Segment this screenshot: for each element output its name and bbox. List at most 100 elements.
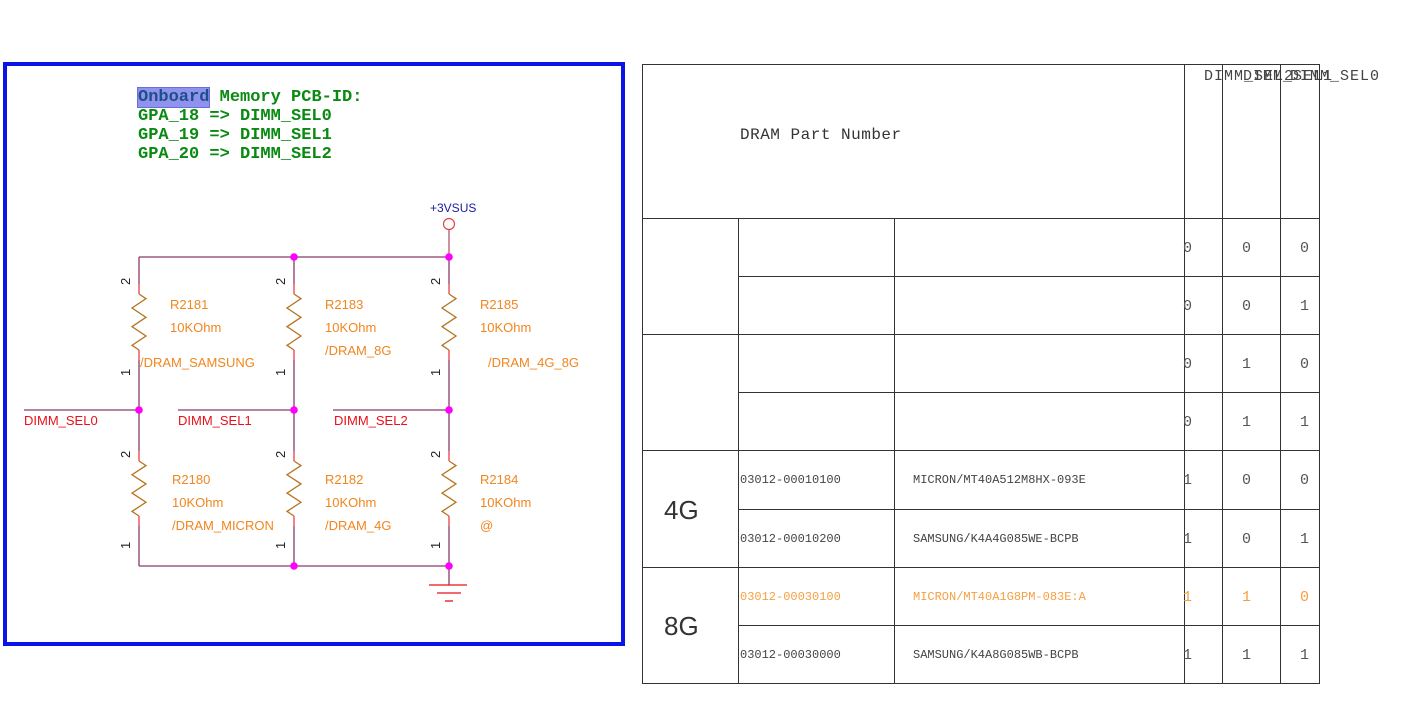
power-port-icon	[442, 217, 456, 231]
col-divider	[1184, 64, 1185, 683]
table-border-top	[642, 64, 1319, 65]
dimm-sel2-bit: 0	[1183, 356, 1193, 374]
r2184-option: @	[480, 518, 493, 533]
dimm-sel2-bit: 1	[1183, 646, 1193, 664]
schematic-frame	[3, 62, 625, 646]
junction-dot	[290, 406, 298, 414]
resistor-icon	[285, 460, 303, 517]
note-line-1-rest: Memory PCB-ID:	[209, 88, 363, 107]
junction-dot	[445, 406, 453, 414]
dimm-sel0-bit: 0	[1300, 240, 1310, 258]
r2185-value: 10KOhm	[480, 320, 531, 335]
vendor-part-cell: SAMSUNG/K4A4G085WE-BCPB	[913, 531, 1079, 546]
col-divider	[738, 218, 739, 683]
resistor-icon	[440, 460, 458, 517]
junction-dot	[290, 562, 298, 570]
table-border-bottom	[642, 683, 1320, 684]
pcb-id-note: Onboard Memory PCB-ID: GPA_18 => DIMM_SE…	[136, 87, 363, 164]
row-divider	[738, 625, 1319, 626]
resistor-column-sel1: 2 1 2 1	[273, 257, 303, 566]
r2181-ref: R2181	[170, 297, 208, 312]
row-divider	[738, 276, 1319, 277]
col-divider	[1280, 64, 1281, 683]
group-divider	[642, 450, 1319, 451]
r2183-value: 10KOhm	[325, 320, 376, 335]
dimm-sel1-bit: 0	[1242, 298, 1252, 316]
header-dimm-sel2: DIMM_SEL2	[1204, 68, 1295, 85]
junction-dot	[290, 253, 298, 261]
r2182-ref: R2182	[325, 472, 363, 487]
note-line-gpa20: GPA_20 => DIMM_SEL2	[138, 145, 332, 164]
vendor-part-cell: SAMSUNG/K4A8G085WB-BCPB	[913, 647, 1079, 662]
dimm-sel0-bit: 0	[1300, 356, 1310, 374]
dimm-sel2-bit: 0	[1183, 414, 1193, 432]
pin-number-2: 2	[273, 278, 288, 285]
dimm-sel0-bit: 1	[1300, 414, 1310, 432]
dimm-sel0-bit: 1	[1300, 298, 1310, 316]
r2183-ref: R2183	[325, 297, 363, 312]
circuit-drawing: +3VSUS 2 1 2 1 2 1 2 1 2 1 2 1 DIMM_SEL0 DIMM_SEL…	[24, 201, 579, 602]
dimm-sel1-bit: 0	[1242, 530, 1252, 548]
pin-number-2: 2	[273, 451, 288, 458]
r2181-value: 10KOhm	[170, 320, 221, 335]
part-number-cell: 03012-00010200	[740, 531, 841, 546]
dimm-sel2-bit: 1	[1183, 472, 1193, 490]
r2184-value: 10KOhm	[480, 495, 531, 510]
dimm-sel1-bit: 1	[1242, 414, 1252, 432]
junction-dot	[445, 253, 453, 261]
r2182-option: /DRAM_4G	[325, 518, 391, 533]
dimm-sel0-bit: 1	[1300, 646, 1310, 664]
pin-number-1: 1	[118, 542, 133, 549]
dimm-sel0-bit: 0	[1300, 588, 1310, 606]
highlighted-word[interactable]: Onboard	[136, 87, 211, 108]
note-line-gpa19: GPA_19 => DIMM_SEL1	[138, 126, 332, 145]
dimm-sel2-bit: 1	[1183, 530, 1193, 548]
col-divider	[894, 218, 895, 683]
resistor-icon	[130, 293, 148, 351]
part-number-cell: 03012-00030100	[740, 589, 841, 604]
dimm-sel1-bit: 1	[1242, 588, 1252, 606]
pin-number-1: 1	[118, 369, 133, 376]
memory-size-cell: 8G	[664, 610, 699, 641]
r2184-ref: R2184	[480, 472, 518, 487]
r2185-option: /DRAM_4G_8G	[488, 355, 579, 370]
schematic-panel: Onboard Memory PCB-ID: GPA_18 => DIMM_SE…	[0, 0, 640, 725]
ground-icon	[429, 584, 467, 602]
junction-dot	[135, 406, 143, 414]
junction-dot	[445, 562, 453, 570]
header-dram-part-number: DRAM Part Number	[740, 126, 902, 144]
note-line-gpa18: GPA_18 => DIMM_SEL0	[138, 107, 332, 126]
r2181-option: /DRAM_SAMSUNG	[140, 355, 255, 370]
col-divider	[1222, 64, 1223, 683]
pin-number-2: 2	[428, 451, 443, 458]
pin-number-1: 1	[273, 542, 288, 549]
resistor-icon	[285, 293, 303, 351]
r2180-value: 10KOhm	[172, 495, 223, 510]
header-dimm-sel0: DIMM_SEL0	[1290, 68, 1381, 85]
net-label-dimm-sel0: DIMM_SEL0	[24, 413, 98, 428]
dimm-sel2-bit: 0	[1183, 298, 1193, 316]
header-dimm-sel1: DIMM_SEL1	[1243, 68, 1334, 85]
table-border-left	[642, 64, 643, 683]
resistor-icon	[440, 293, 458, 351]
dimm-sel2-bit: 0	[1183, 240, 1193, 258]
table-border-right	[1319, 64, 1320, 683]
r2182-value: 10KOhm	[325, 495, 376, 510]
pin-number-2: 2	[118, 278, 133, 285]
row-divider	[738, 392, 1319, 393]
dimm-sel1-bit: 0	[1242, 240, 1252, 258]
dimm-sel2-bit: 1	[1183, 588, 1193, 606]
pin-number-1: 1	[273, 369, 288, 376]
r2183-option: /DRAM_8G	[325, 343, 391, 358]
dimm-sel1-bit: 1	[1242, 356, 1252, 374]
pin-number-1: 1	[428, 542, 443, 549]
r2180-option: /DRAM_MICRON	[172, 518, 274, 533]
dimm-sel1-bit: 1	[1242, 646, 1252, 664]
resistor-icon	[130, 460, 148, 517]
power-net-label: +3VSUS	[430, 201, 476, 215]
net-label-dimm-sel1: DIMM_SEL1	[178, 413, 252, 428]
header-divider	[642, 218, 1319, 219]
row-divider	[738, 509, 1319, 510]
vendor-part-cell: MICRON/MT40A1G8PM-083E:A	[913, 589, 1086, 604]
